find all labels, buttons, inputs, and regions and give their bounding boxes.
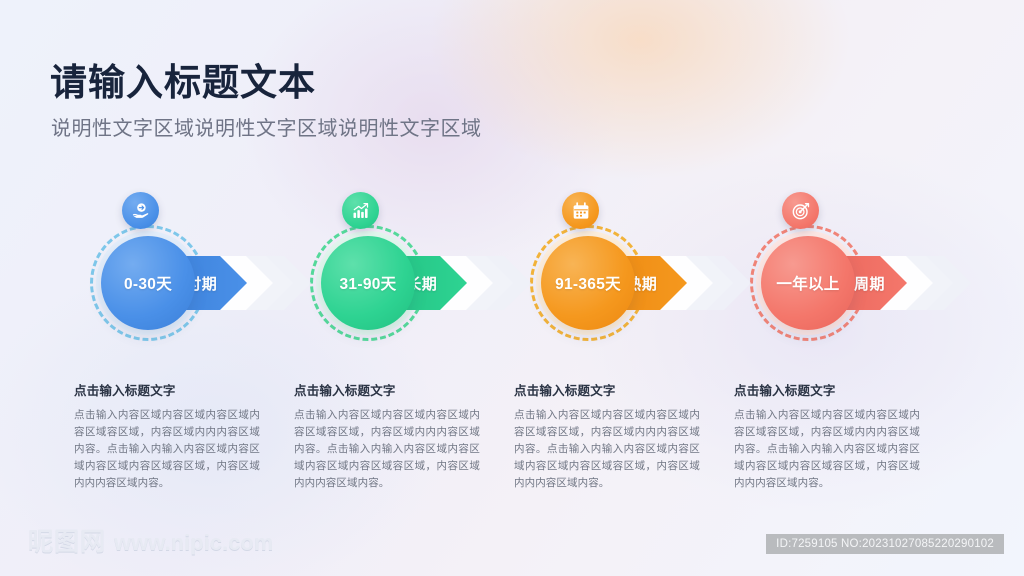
block-body: 点击输入内容区域内容区域内容区域内容区域容区域，内容区域内内内容区域内容。点击输… — [734, 409, 920, 489]
image-id-tag: ID:7259105 NO:20231027085220290102 — [766, 534, 1004, 554]
block-heading: 点击输入标题文字 — [514, 384, 616, 398]
stage-period-circle[interactable]: 91-365天 — [541, 236, 635, 330]
block-heading: 点击输入标题文字 — [294, 384, 396, 398]
description-block-4[interactable]: 点击输入标题文字点击输入内容区域内容区域内容区域内容区域容区域，内容区域内内内容… — [734, 380, 920, 492]
description-block-2[interactable]: 点击输入标题文字点击输入内容区域内容区域内容区域内容区域容区域，内容区域内内内容… — [294, 380, 480, 492]
timeline-stage-1[interactable]: 交付期0-30天 — [78, 180, 311, 350]
block-body: 点击输入内容区域内容区域内容区域内容区域容区域，内容区域内内内容区域内容。点击输… — [74, 409, 260, 489]
stage-period-circle[interactable]: 0-30天 — [101, 236, 195, 330]
watermark-url: www.nipic.com — [114, 530, 274, 555]
timeline-diagram: 交付期0-30天成长期31-90天成熟期91-365天更长周期一年以上 — [0, 180, 1024, 350]
stage-period-label: 31-90天 — [339, 276, 397, 293]
page-title: 请输入标题文本 — [50, 62, 316, 103]
stage-period-label: 91-365天 — [555, 276, 621, 293]
target-dartboard-icon — [782, 192, 819, 229]
site-watermark: 昵图网 www.nipic.com — [28, 522, 273, 558]
block-heading: 点击输入标题文字 — [74, 384, 176, 398]
watermark-cn: 昵图网 — [28, 528, 107, 556]
hand-delivery-icon — [122, 192, 159, 229]
description-blocks: 点击输入标题文字点击输入内容区域内容区域内容区域内容区域容区域，内容区域内内内容… — [0, 380, 1024, 500]
stage-period-label: 一年以上 — [776, 276, 840, 293]
stage-period-label: 0-30天 — [123, 276, 173, 293]
description-block-1[interactable]: 点击输入标题文字点击输入内容区域内容区域内容区域内容区域容区域，内容区域内内内容… — [74, 380, 260, 492]
block-heading: 点击输入标题文字 — [734, 384, 836, 398]
timeline-stage-4[interactable]: 更长周期一年以上 — [738, 180, 971, 350]
stage-period-circle[interactable]: 31-90天 — [321, 236, 415, 330]
block-body: 点击输入内容区域内容区域内容区域内容区域容区域，内容区域内内内容区域内容。点击输… — [294, 409, 480, 489]
timeline-stage-2[interactable]: 成长期31-90天 — [298, 180, 531, 350]
timeline-stage-3[interactable]: 成熟期91-365天 — [518, 180, 751, 350]
stage-period-circle[interactable]: 一年以上 — [761, 236, 855, 330]
calendar-icon — [562, 192, 599, 229]
description-block-3[interactable]: 点击输入标题文字点击输入内容区域内容区域内容区域内容区域容区域，内容区域内内内容… — [514, 380, 700, 492]
block-body: 点击输入内容区域内容区域内容区域内容区域容区域，内容区域内内内容区域内容。点击输… — [514, 409, 700, 489]
growth-bar-chart-icon — [342, 192, 379, 229]
page-subtitle: 说明性文字区域说明性文字区域说明性文字区域 — [51, 118, 482, 140]
